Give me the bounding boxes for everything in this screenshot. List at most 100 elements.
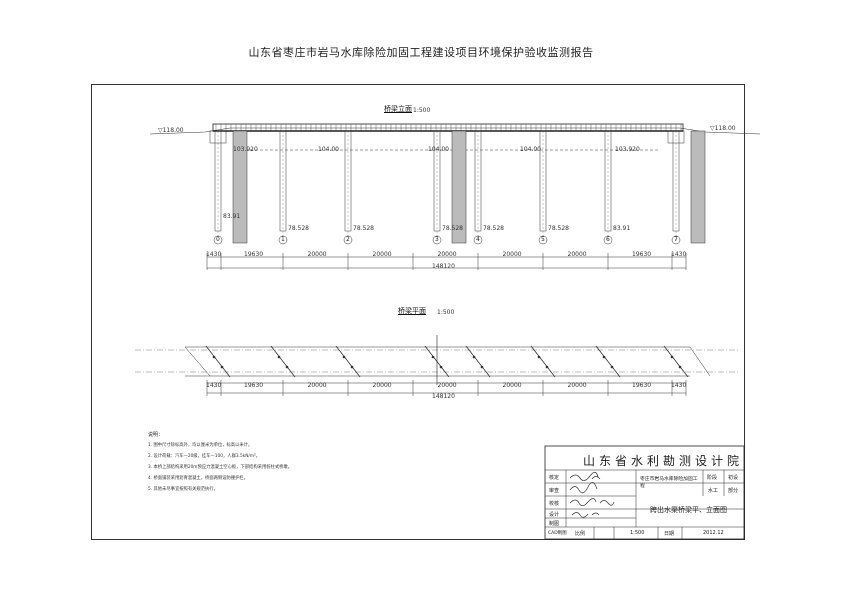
bottom-level-label: 83.91 xyxy=(223,213,241,220)
axis-bubble xyxy=(278,235,288,245)
plan-pier-line xyxy=(663,345,689,378)
axis-bubble xyxy=(538,235,548,245)
span-dim: 1430 xyxy=(671,251,687,258)
plan-total-dim: 148120 xyxy=(432,393,455,400)
plan-view-title: 桥梁平面 xyxy=(398,307,426,315)
signature-2 xyxy=(569,482,598,494)
plan-pier-line xyxy=(530,345,556,378)
plan-pier-line xyxy=(335,345,361,378)
bridge-deck xyxy=(212,123,684,132)
axis-markers xyxy=(213,235,681,245)
notes-list: 1. 图中尺寸除标高外，均以厘米为单位，标高以米计。 2. 设计荷载：汽车—20… xyxy=(148,440,508,495)
span-dim: 20000 xyxy=(307,251,327,258)
signature-3 xyxy=(569,498,615,507)
axis-number: 3 xyxy=(435,236,439,243)
span-dim: 1430 xyxy=(671,382,687,389)
bottom-level-label: 78.528 xyxy=(288,225,309,232)
axis-number: 1 xyxy=(281,236,285,243)
abutment-cap xyxy=(667,130,685,144)
right-water-level: ▽118.00 xyxy=(710,125,736,132)
bottom-level-label: 78.528 xyxy=(442,225,463,232)
span-dim: 19630 xyxy=(632,251,652,258)
span-dim: 20000 xyxy=(372,251,392,258)
signature-4 xyxy=(571,512,600,518)
role-review: 审查 xyxy=(549,488,560,494)
plan-scale: 1:500 xyxy=(437,309,455,316)
elevation-dimension-ticks xyxy=(206,253,687,270)
axis-number: 7 xyxy=(674,236,678,243)
span-dim: 19630 xyxy=(244,251,264,258)
bridge-piers xyxy=(209,130,706,244)
drawing-title: 跨出水渠桥梁平、立面图 xyxy=(650,506,727,514)
drawing-sheet xyxy=(91,84,745,540)
axis-number: 2 xyxy=(346,236,350,243)
report-title: 山东省枣庄市岩马水库除险加固工程建设项目环境保护验收监测报告 xyxy=(248,46,594,59)
top-level-label: 104.00 xyxy=(318,146,339,153)
notes-heading: 说明： xyxy=(148,432,164,438)
axis-bubble xyxy=(343,235,353,245)
span-dim: 20000 xyxy=(307,382,327,389)
span-dim: 20000 xyxy=(502,382,522,389)
role-cad: CAD制图 xyxy=(548,531,567,536)
span-dim: 1430 xyxy=(206,382,222,389)
span-dim: 20000 xyxy=(437,382,457,389)
axis-number: 4 xyxy=(476,236,480,243)
signature-1 xyxy=(569,471,601,481)
role-draft: 制图 xyxy=(549,521,560,527)
bottom-level-label: 83.91 xyxy=(613,225,631,232)
role-check: 核定 xyxy=(549,475,560,481)
dept-label: 部分 xyxy=(728,488,739,494)
span-dim: 20000 xyxy=(567,251,587,258)
date-label: 日期 xyxy=(664,531,675,537)
date-value: 2012.12 xyxy=(703,530,724,536)
top-level-label: 103.920 xyxy=(233,146,258,153)
role-design: 设计 xyxy=(549,512,560,518)
axis-bubble xyxy=(213,235,223,245)
axis-number: 6 xyxy=(606,236,610,243)
axis-bubble xyxy=(603,235,613,245)
axis-number: 0 xyxy=(216,236,220,243)
span-dim: 19630 xyxy=(632,382,652,389)
span-dim: 19630 xyxy=(244,382,264,389)
span-dim: 20000 xyxy=(502,251,522,258)
top-level-label: 104.00 xyxy=(520,146,541,153)
top-level-label: 104.00 xyxy=(428,146,449,153)
left-water-level: ▽118.00 xyxy=(158,127,184,134)
pier-column xyxy=(690,130,706,244)
project-name: 枣庄市岩马水库除险加固工程 xyxy=(640,477,698,489)
pier-column xyxy=(451,130,467,244)
axis-bubble xyxy=(473,235,483,245)
axis-bubble xyxy=(432,235,442,245)
plan-pier-lines xyxy=(205,345,689,378)
span-dim: 20000 xyxy=(372,382,392,389)
elevation-scale: 1:500 xyxy=(413,107,431,114)
axis-number: 5 xyxy=(541,236,545,243)
deck-hatching xyxy=(215,124,682,131)
scale-value: 1:500 xyxy=(630,530,645,536)
plan-pier-line xyxy=(270,345,296,378)
plan-pier-line xyxy=(595,345,621,378)
pier-column xyxy=(232,130,248,244)
role-verify: 校核 xyxy=(549,501,560,507)
plan-pier-line xyxy=(205,345,231,378)
note-line: 2. 设计荷载：汽车—20级，挂车—100，人群3.5kN/m²。 xyxy=(148,454,261,459)
bottom-level-label: 78.528 xyxy=(548,225,569,232)
plan-dimension-ticks xyxy=(206,380,687,396)
span-dim: 20000 xyxy=(437,251,457,258)
elevation-total-dim: 148120 xyxy=(432,263,455,270)
stage-label: 阶段 xyxy=(707,475,718,481)
note-line: 1. 图中尺寸除标高外，均以厘米为单位，标高以米计。 xyxy=(148,443,253,448)
axis-bubble xyxy=(671,235,681,245)
note-line: 4. 桥面铺装采用沥青混凝土，桥面两侧设防撞护栏。 xyxy=(148,476,248,481)
institute-name: 山东省水利勘测设计院 xyxy=(583,454,744,468)
plan-pier-line xyxy=(465,345,491,378)
note-line: 5. 其他未尽事宜按照有关规范执行。 xyxy=(148,487,218,492)
bottom-level-label: 78.528 xyxy=(353,225,374,232)
stage-value: 初设 xyxy=(728,475,739,481)
dept-value: 水工 xyxy=(708,488,719,494)
elevation-view-title: 桥梁立面 xyxy=(384,105,412,113)
ground-line xyxy=(149,127,761,135)
span-dim: 1430 xyxy=(206,251,222,258)
span-dim: 20000 xyxy=(567,382,587,389)
